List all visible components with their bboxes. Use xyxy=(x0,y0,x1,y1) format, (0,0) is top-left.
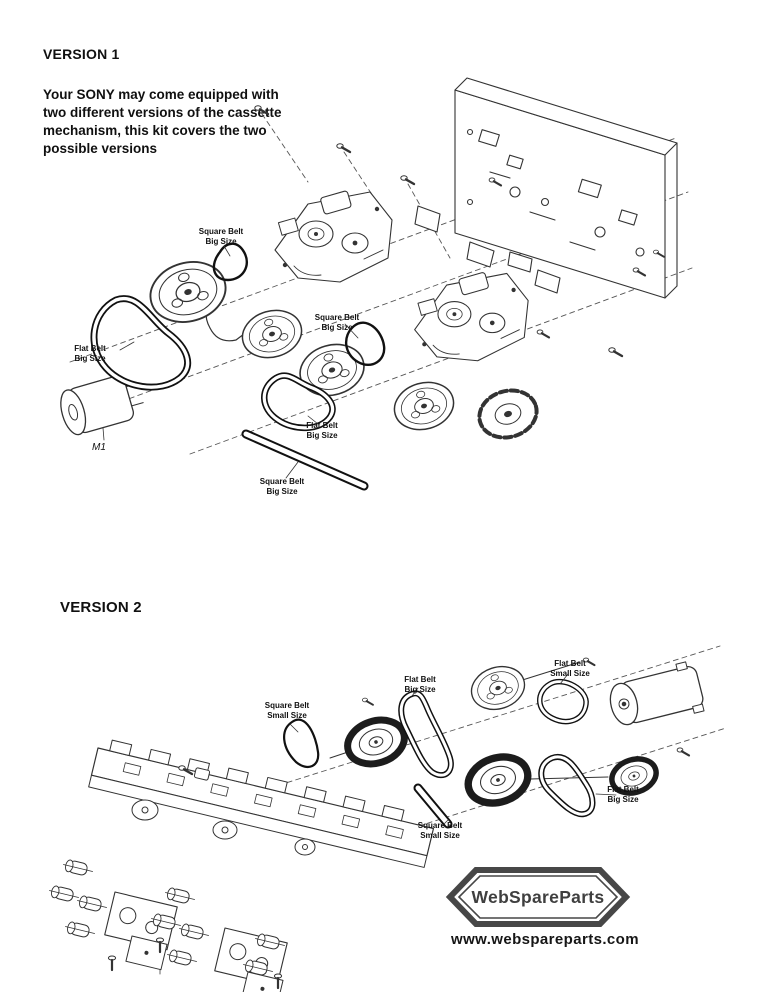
v1-label-square-belt-long: Square Belt Big Size xyxy=(259,477,305,497)
flywheel xyxy=(388,374,460,438)
logo-text: WebSpareParts xyxy=(471,886,605,907)
v1-label-square-belt-top: Square Belt Big Size xyxy=(198,227,244,247)
version2-exploded-diagram xyxy=(47,645,727,992)
webspareparts-logo: WebSpareParts xyxy=(442,866,634,928)
hexagon-badge-icon xyxy=(445,867,631,927)
mechanism-parts-cluster xyxy=(47,858,288,992)
rear-chassis-panel xyxy=(414,77,678,299)
v2-label-square-belt-small-lower: Square Belt Small Size xyxy=(417,821,463,841)
version2-title: VERSION 2 xyxy=(60,599,142,616)
v1-label-flat-belt-mid: Flat Belt Big Size xyxy=(306,421,338,441)
motor-v2 xyxy=(609,661,705,726)
v1-label-flat-belt-left: Flat Belt Big Size xyxy=(74,344,106,364)
square-belt-big-top xyxy=(212,242,249,282)
v2-label-square-belt-small-upper: Square Belt Small Size xyxy=(264,701,310,721)
square-belt-big-mid xyxy=(345,321,386,367)
belts-version1 xyxy=(90,242,386,491)
flat-belt-big-lower xyxy=(538,753,596,818)
v1-label-square-belt-mid: Square Belt Big Size xyxy=(314,313,360,333)
square-belt-small-upper xyxy=(283,718,320,769)
chassis-plate xyxy=(88,739,435,868)
cassette-mechanism-block-2 xyxy=(414,271,529,362)
cassette-mechanism-block-1 xyxy=(274,189,393,283)
motor-m1-label: M1 xyxy=(92,442,106,453)
belts-version2 xyxy=(283,679,596,829)
label-leader-lines-v1 xyxy=(102,245,359,479)
v2-label-flat-belt-small: Flat Belt Small Size xyxy=(550,659,590,679)
version1-title: VERSION 1 xyxy=(43,46,120,62)
gear-wheel xyxy=(477,388,539,440)
website-url: www.webspareparts.com xyxy=(451,931,639,948)
exploded-axis-lines xyxy=(69,113,693,455)
plate-gears xyxy=(131,799,316,856)
pulley-upper-right xyxy=(465,659,531,717)
pulley-tire-lower xyxy=(462,750,534,811)
capstan-pulley xyxy=(293,336,371,404)
v2-label-flat-belt-big-lower: Flat Belt Big Size xyxy=(607,785,639,805)
plate-plug xyxy=(193,767,211,781)
motor-m1 xyxy=(60,375,144,436)
label-leader-lines-v2 xyxy=(289,673,617,827)
version1-exploded-diagram xyxy=(60,77,693,491)
intro-text: Your SONY may come equipped with two dif… xyxy=(43,87,282,156)
v2-label-flat-belt-big-upper: Flat Belt Big Size xyxy=(404,675,436,695)
